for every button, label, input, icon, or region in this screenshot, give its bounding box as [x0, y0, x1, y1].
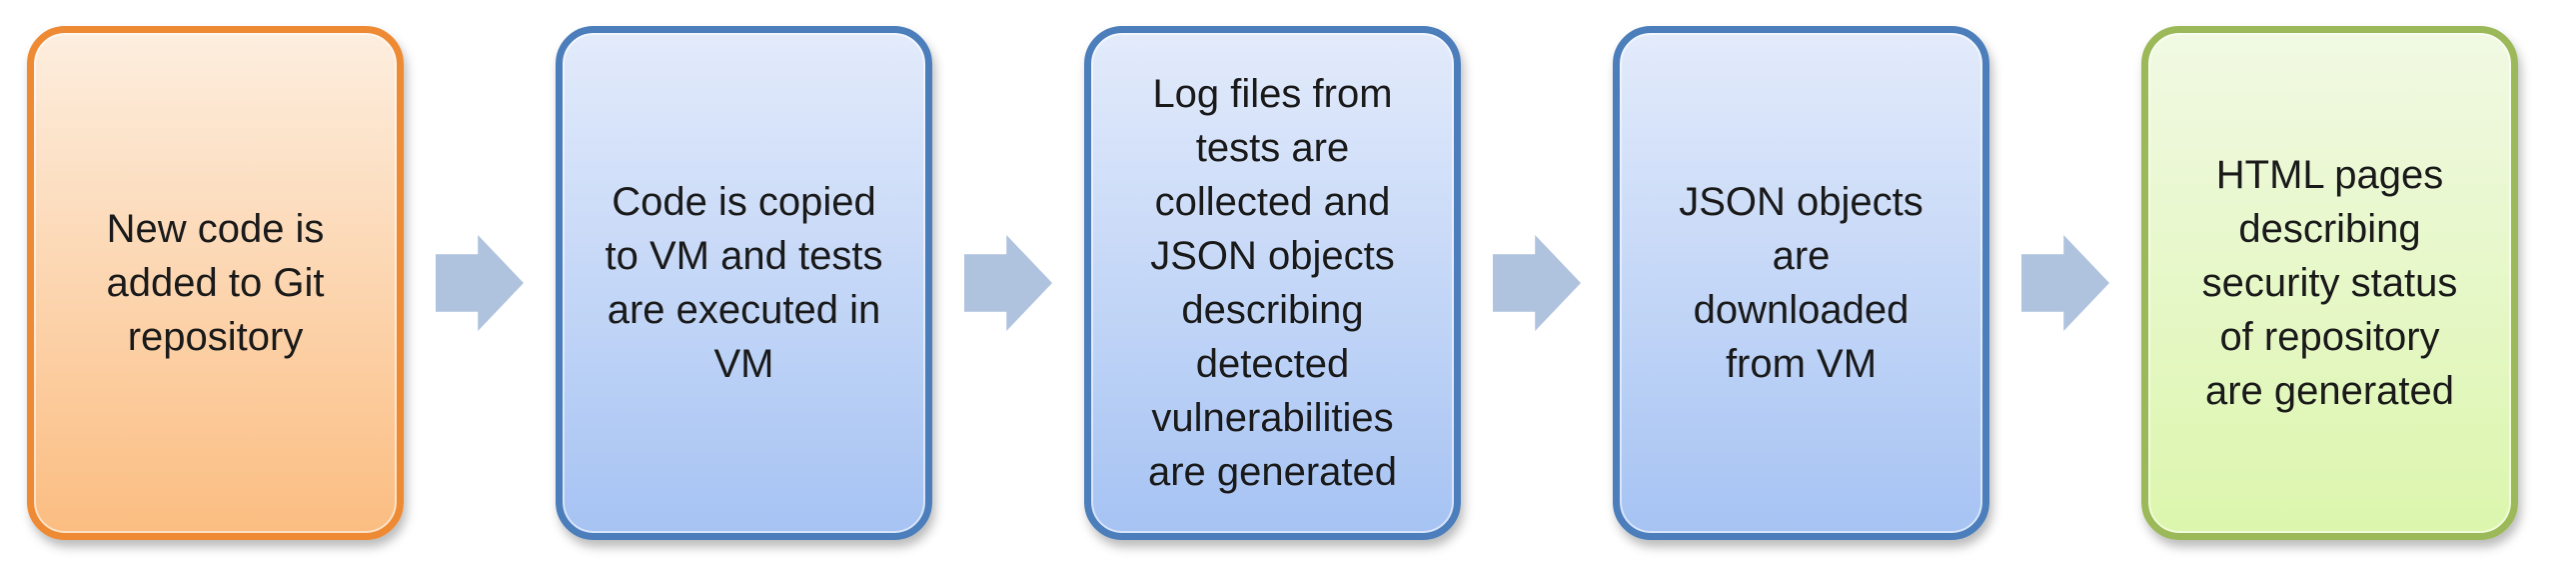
arrow-slot [404, 235, 556, 331]
step-label: Code is copied to VM and tests are execu… [605, 180, 883, 386]
step-label: JSON objects are downloaded from VM [1679, 180, 1924, 386]
arrow-right-icon [2021, 235, 2109, 331]
arrow-right-icon [436, 235, 524, 331]
flow-step-collect-logs: Log files from tests are collected and J… [1084, 26, 1461, 540]
flow-step-download-json: JSON objects are downloaded from VM [1613, 26, 1989, 540]
step-label: New code is added to Git repository [106, 207, 325, 359]
flow-step-generate-html: HTML pages describing security status of… [2141, 26, 2518, 540]
arrow-slot [1989, 235, 2141, 331]
arrow-right-icon [964, 235, 1052, 331]
flow-step-new-code: New code is added to Git repository [27, 26, 404, 540]
flow-step-copy-to-vm: Code is copied to VM and tests are execu… [556, 26, 932, 540]
arrow-right-icon [1493, 235, 1581, 331]
process-flow-diagram: New code is added to Git repository Code… [27, 26, 2518, 540]
step-label: Log files from tests are collected and J… [1147, 72, 1398, 494]
arrow-slot [1461, 235, 1613, 331]
step-label: HTML pages describing security status of… [2201, 153, 2458, 413]
arrow-slot [932, 235, 1084, 331]
